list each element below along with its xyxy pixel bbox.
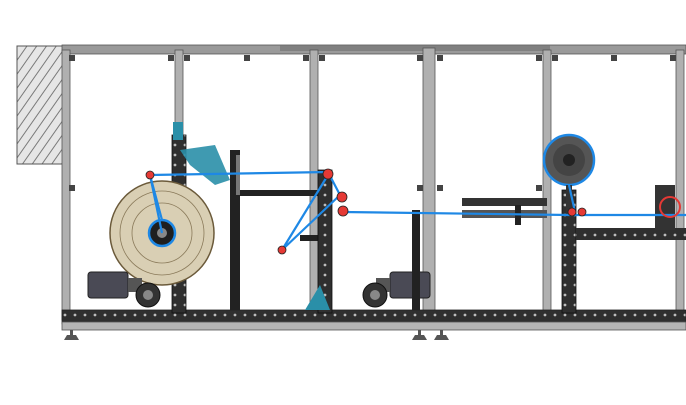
- drive-motor-left: [87, 271, 161, 308]
- base-frame: [61, 309, 686, 331]
- guide-rollers: [145, 168, 681, 255]
- rewind-section: [561, 185, 686, 314]
- bolt-markers: [69, 55, 676, 191]
- rewind-spindle: [542, 133, 596, 215]
- top-rail: [61, 44, 686, 55]
- leveling-feet: [64, 330, 449, 340]
- hatched-side-panel: [16, 45, 65, 165]
- dancer-arm: [180, 145, 320, 310]
